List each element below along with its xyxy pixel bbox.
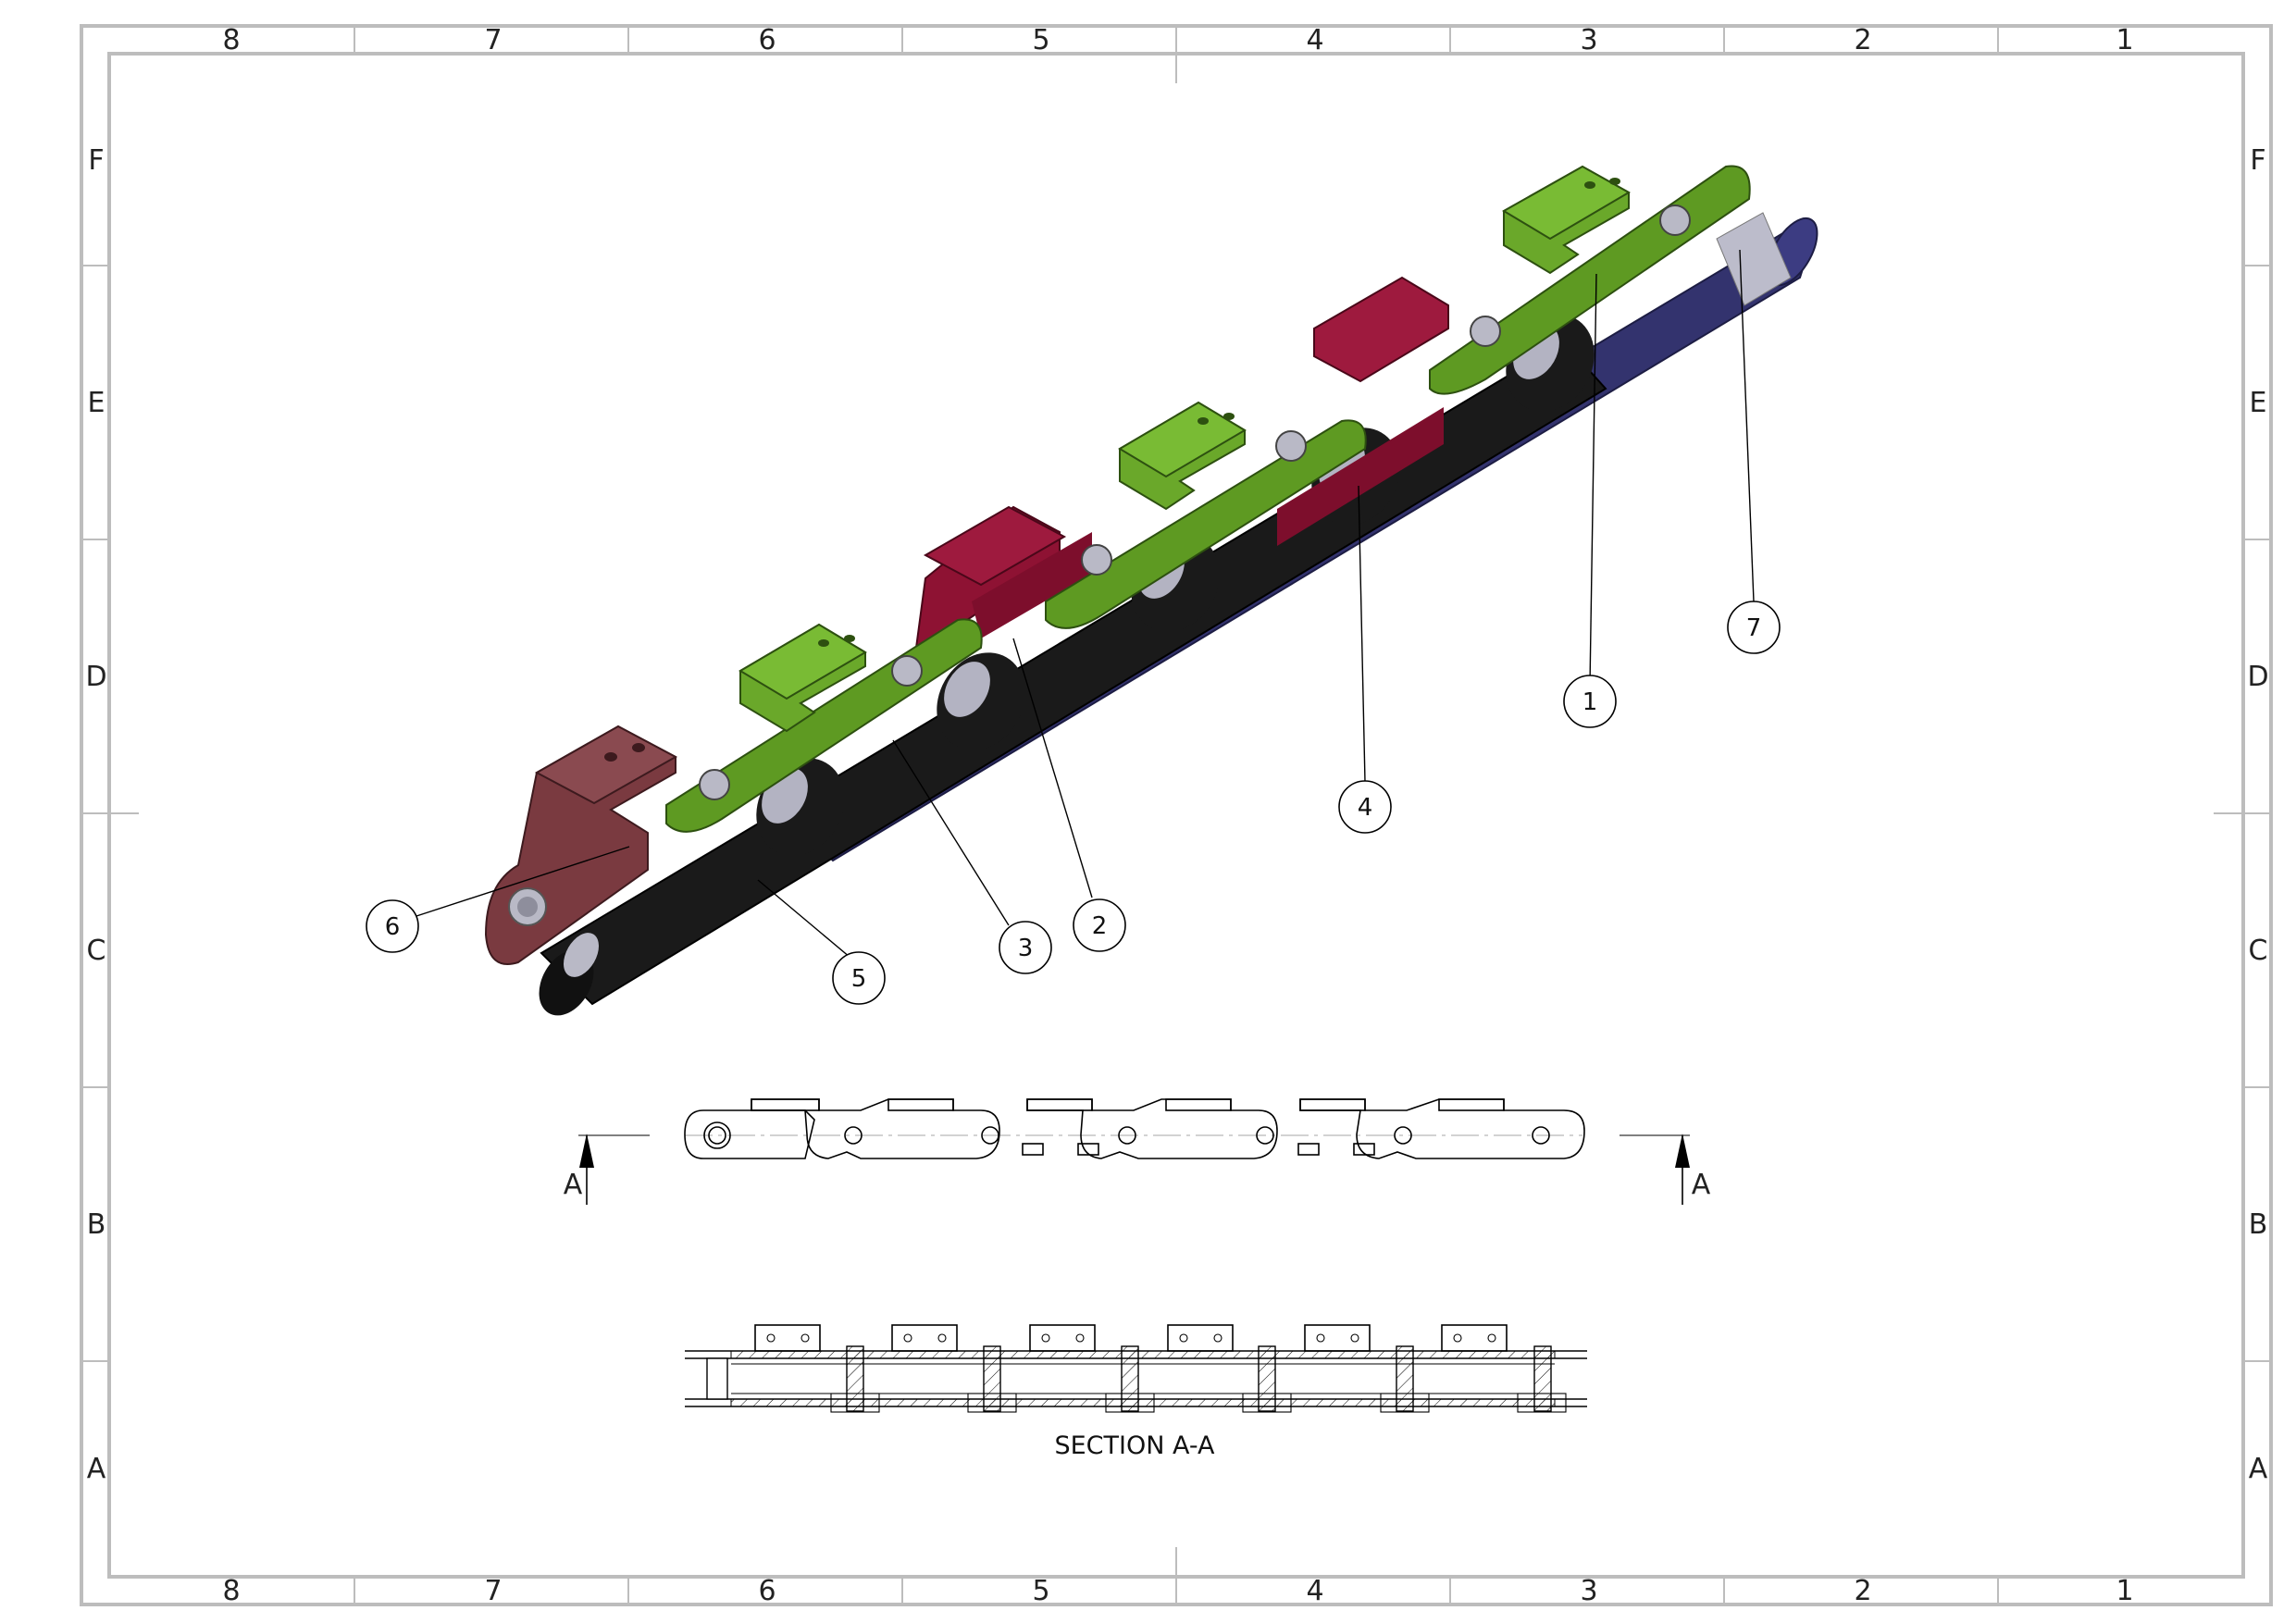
- section-arrow-right: A: [1675, 1134, 1711, 1205]
- zone-col-6: 6: [758, 24, 776, 56]
- zone-row-d-right: D: [2247, 661, 2268, 693]
- zone-row-b-right: B: [2249, 1208, 2268, 1241]
- sheet-border: [80, 24, 2273, 1606]
- zone-col-7-bottom: 7: [484, 1575, 502, 1607]
- balloon-3-label: 3: [1018, 935, 1034, 962]
- zone-col-5-bottom: 5: [1032, 1575, 1049, 1607]
- zone-labels-left: F E D C B A: [85, 144, 106, 1485]
- green-outer-plates: [665, 165, 1751, 833]
- zone-row-c: C: [87, 935, 106, 967]
- zone-row-e-right: E: [2250, 387, 2267, 419]
- zone-row-b: B: [87, 1208, 106, 1241]
- balloon-4-label: 4: [1358, 794, 1373, 822]
- zone-col-5: 5: [1032, 24, 1049, 56]
- zone-row-f: F: [88, 144, 104, 177]
- balloon-5: 5: [832, 951, 886, 1005]
- zone-col-6-bottom: 6: [758, 1575, 776, 1607]
- red-inner-plates: [914, 276, 1449, 650]
- balloon-1: 1: [1563, 675, 1617, 728]
- zone-col-1-bottom: 1: [2116, 1575, 2133, 1607]
- zone-col-1: 1: [2116, 24, 2133, 56]
- balloon-6: 6: [366, 899, 419, 953]
- balloon-3: 3: [999, 921, 1052, 974]
- zone-row-a: A: [87, 1453, 106, 1485]
- balloon-6-label: 6: [385, 913, 401, 941]
- section-title: SECTION A-A: [1054, 1431, 1215, 1460]
- zone-row-d: D: [85, 661, 106, 693]
- section-label-right: A: [1692, 1169, 1711, 1201]
- zone-col-4-bottom: 4: [1306, 1575, 1323, 1607]
- zone-row-a-right: A: [2249, 1453, 2268, 1485]
- balloon-7: 7: [1727, 601, 1781, 654]
- zone-col-2: 2: [1854, 24, 1871, 56]
- zone-row-c-right: C: [2249, 935, 2268, 967]
- zone-labels-top: 8 7 6 5 4 3 2 1: [222, 24, 2133, 56]
- zone-row-f-right: F: [2250, 144, 2265, 177]
- zone-row-e: E: [88, 387, 105, 419]
- balloon-7-label: 7: [1746, 614, 1762, 642]
- end-link-plate: [484, 725, 678, 965]
- zone-col-4: 4: [1306, 24, 1323, 56]
- section-view: SECTION A-A: [685, 1324, 1587, 1460]
- roller-bushing-chain: [540, 341, 1607, 1006]
- pin-7: [1716, 212, 1792, 306]
- front-view-links: [751, 1098, 1585, 1159]
- isometric-view: 1 2 3 4 5 6 7: [366, 165, 1818, 1016]
- zone-labels-bottom: 8 7 6 5 4 3 2 1: [222, 1575, 2133, 1607]
- zone-col-2-bottom: 2: [1854, 1575, 1871, 1607]
- section-arrow-left: A: [564, 1134, 594, 1205]
- zone-labels-right: F E D C B A: [2247, 144, 2268, 1485]
- balloon-5-label: 5: [851, 965, 867, 993]
- zone-col-3: 3: [1580, 24, 1597, 56]
- leader-lines: [416, 249, 1755, 963]
- balloon-4: 4: [1338, 780, 1392, 834]
- zone-col-8: 8: [222, 24, 240, 56]
- zone-col-3-bottom: 3: [1580, 1575, 1597, 1607]
- section-tabs: [754, 1324, 1508, 1352]
- section-pins: [706, 1345, 1567, 1413]
- zone-col-7: 7: [484, 24, 502, 56]
- front-view: A A: [564, 1098, 1711, 1205]
- balloon-2-label: 2: [1092, 912, 1108, 940]
- section-label-left: A: [564, 1169, 583, 1201]
- balloon-1-label: 1: [1582, 688, 1598, 716]
- zone-col-8-bottom: 8: [222, 1575, 240, 1607]
- balloons: 1 2 3 4 5 6 7: [366, 601, 1781, 1005]
- balloon-2: 2: [1073, 898, 1126, 952]
